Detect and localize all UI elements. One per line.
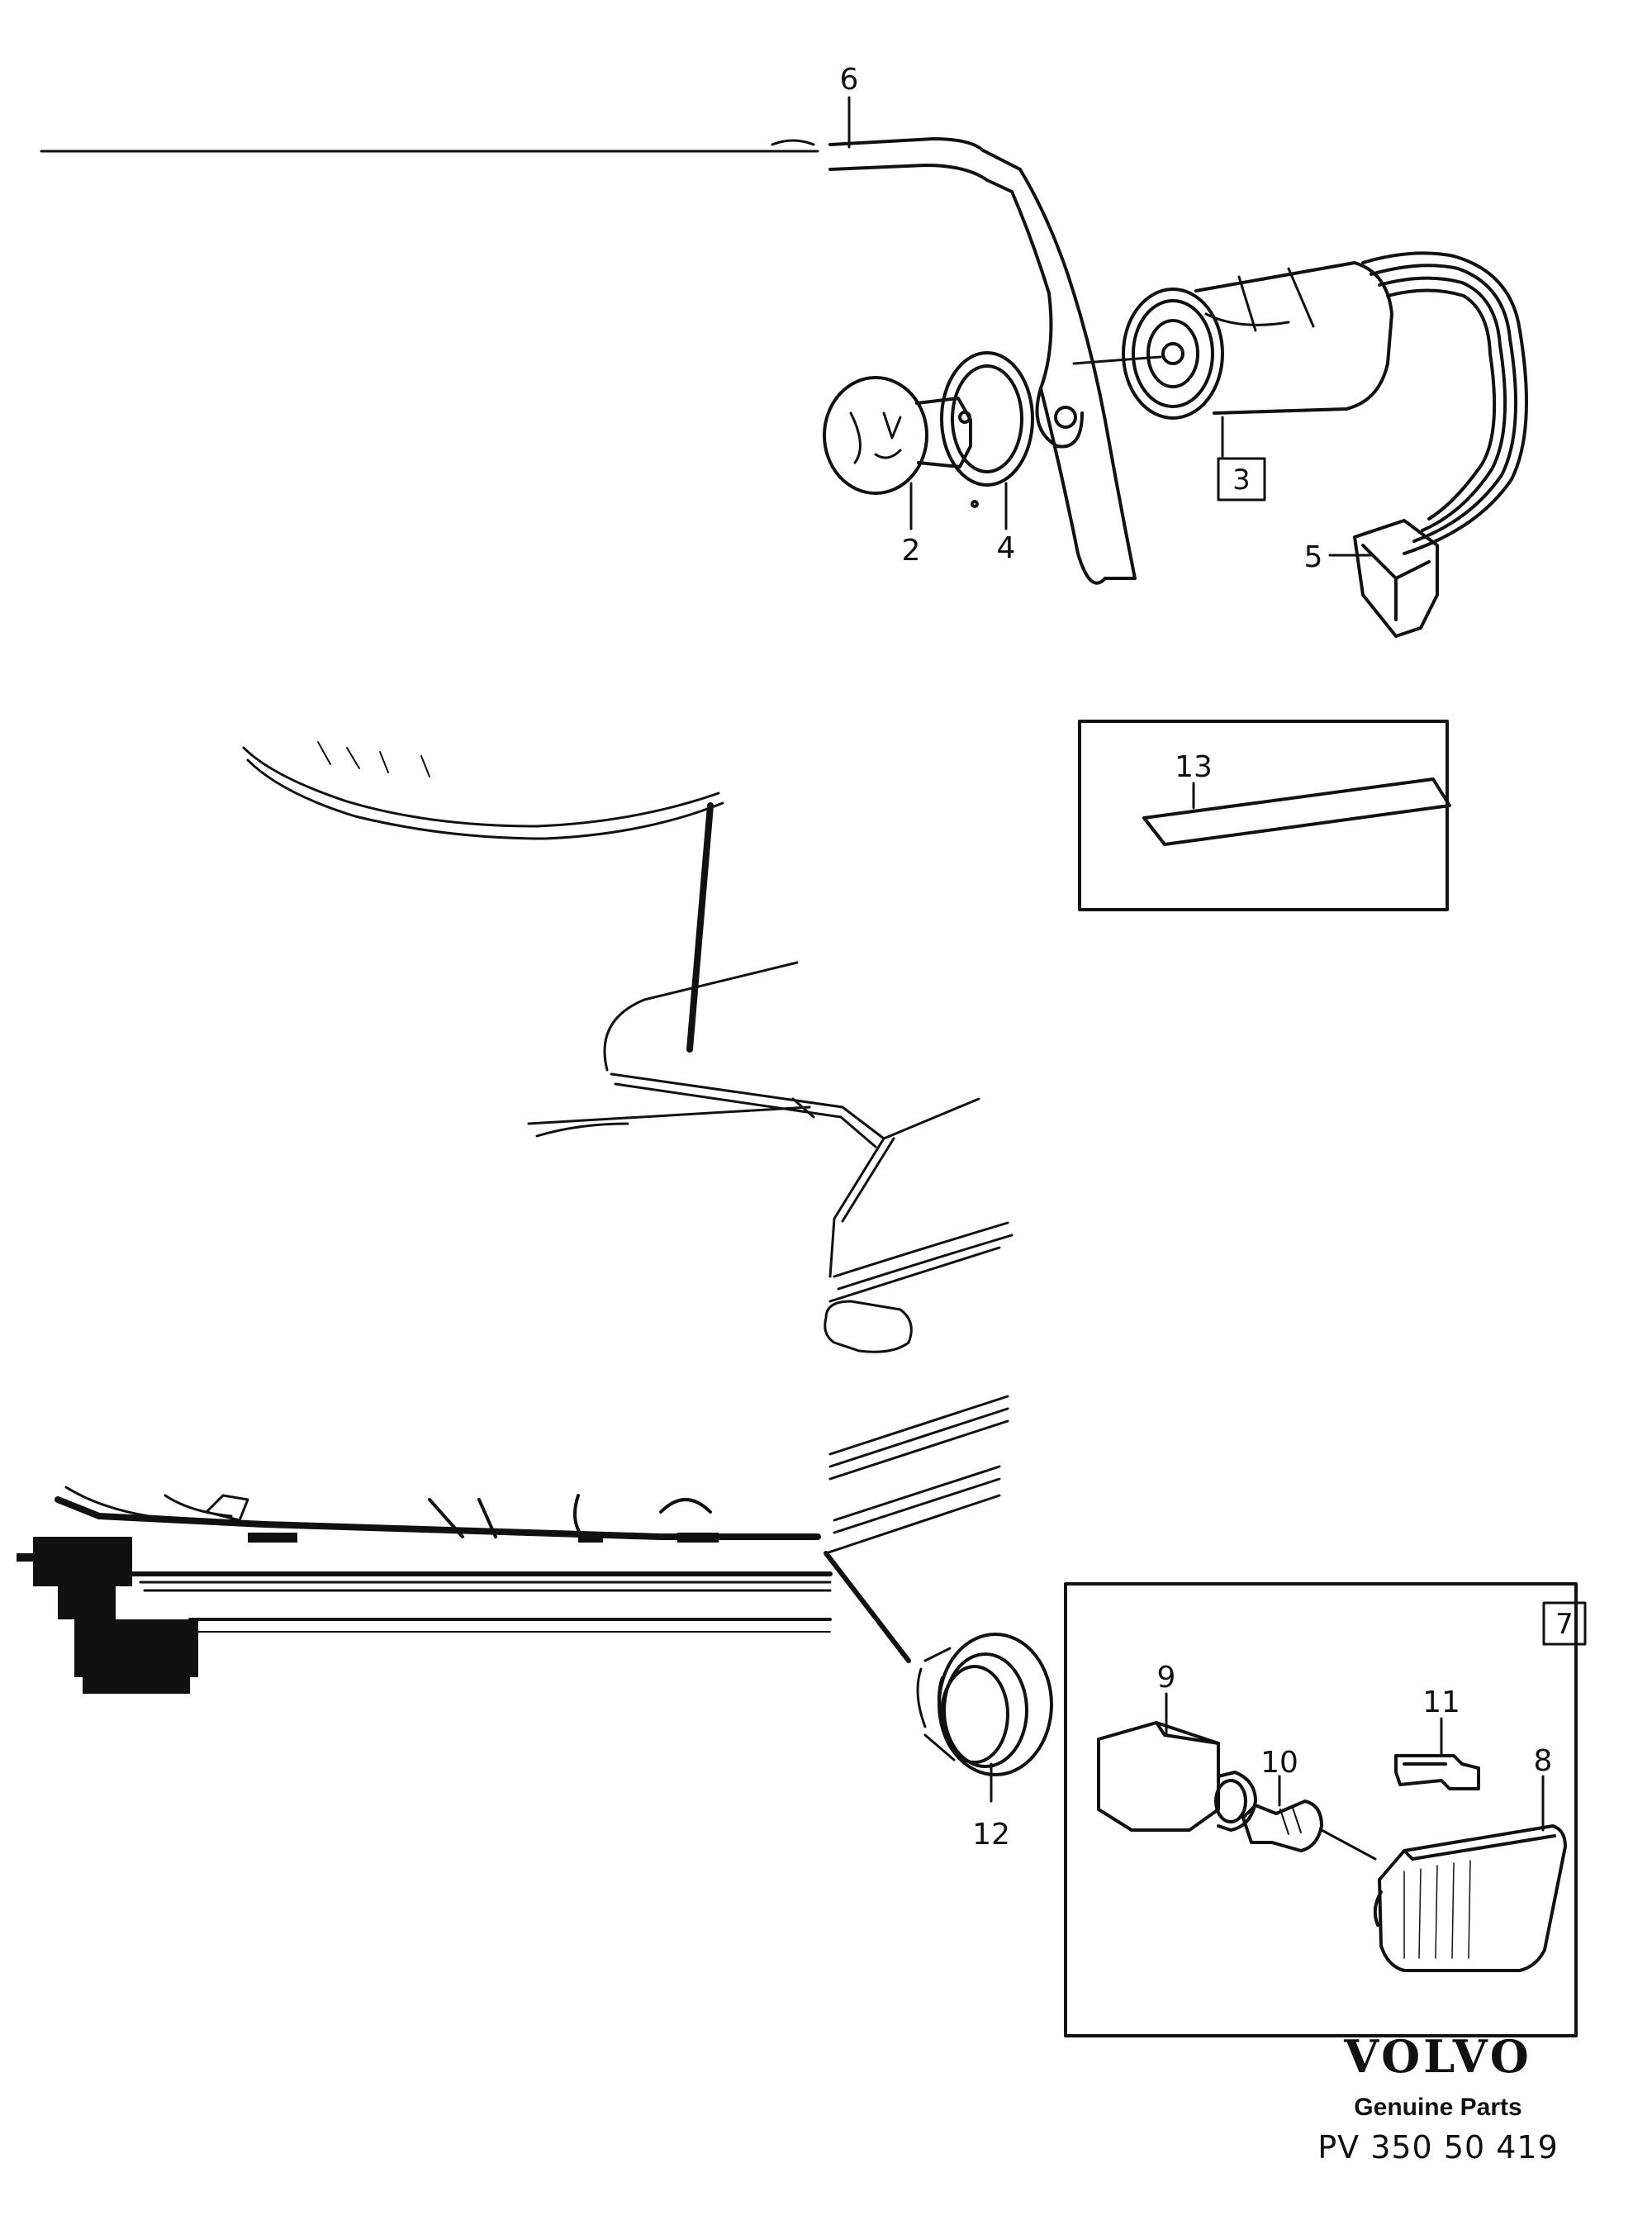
callout-7: 7 <box>1555 1608 1574 1641</box>
clip-11 <box>1394 1754 1480 1790</box>
callout-8: 8 <box>1534 1744 1553 1778</box>
callout-12: 12 <box>972 1818 1010 1852</box>
callout-5: 5 <box>1304 540 1323 574</box>
bulb-2 <box>823 376 972 495</box>
body-side-trim <box>55 1486 911 1663</box>
socket-3 <box>1072 261 1393 420</box>
grommet-12 <box>916 1633 1053 1776</box>
brand-block: VOLVO Genuine Parts PV 350 50 419 <box>1317 2030 1559 2166</box>
box-part-13 <box>1078 720 1451 911</box>
callout-2: 2 <box>902 534 921 568</box>
box-callout-3 <box>1217 457 1266 502</box>
car-body <box>242 741 1014 1555</box>
wiring-harness-5 <box>1353 251 1528 638</box>
bulb-10 <box>1241 1799 1377 1861</box>
leader-lines <box>847 96 1545 1832</box>
callout-numbers: 6 2 4 3 5 13 7 9 10 11 8 12 <box>840 63 1574 1852</box>
brand-logo: VOLVO <box>1343 2030 1532 2083</box>
callout-9: 9 <box>1157 1661 1176 1695</box>
callout-13: 13 <box>1175 750 1213 784</box>
callout-6: 6 <box>840 63 859 97</box>
reference-number: PV 350 50 419 <box>1317 2129 1559 2166</box>
marker-lens-8 <box>1373 1824 1567 1972</box>
callout-3: 3 <box>1232 464 1251 497</box>
lamp-holder-9 <box>1097 1721 1257 1832</box>
scan-artifact-blocks <box>17 1533 719 1694</box>
box-group-7 <box>1064 1582 1587 2037</box>
callout-11: 11 <box>1422 1685 1460 1719</box>
gasket-4 <box>940 351 1034 508</box>
brand-tagline: Genuine Parts <box>1354 2094 1521 2121</box>
callout-4: 4 <box>997 531 1016 565</box>
lamp-housing-frame <box>40 137 1137 585</box>
callout-10: 10 <box>1260 1746 1298 1780</box>
